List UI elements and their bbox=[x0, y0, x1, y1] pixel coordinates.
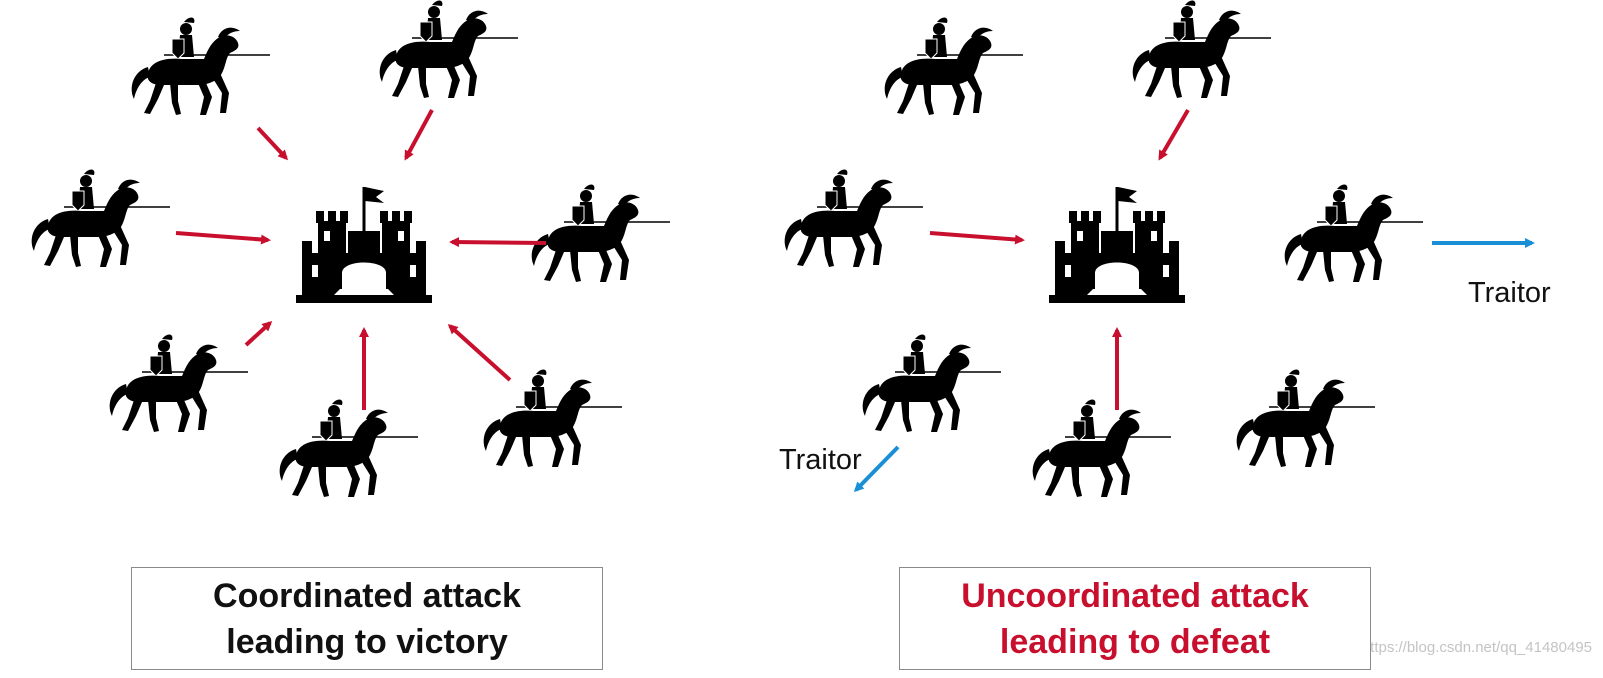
caption-line: leading to victory bbox=[226, 622, 508, 661]
mounted-knight-icon bbox=[482, 368, 623, 468]
attack-arrow bbox=[929, 231, 1025, 245]
mounted-knight-icon bbox=[883, 16, 1024, 116]
castle-icon bbox=[1047, 185, 1187, 305]
mounted-knight-icon bbox=[530, 183, 671, 283]
mounted-knight-icon bbox=[108, 333, 249, 433]
mounted-knight-icon bbox=[378, 0, 519, 99]
caption-line: leading to defeat bbox=[999, 622, 1271, 661]
mounted-knight-icon bbox=[1235, 368, 1376, 468]
attack-arrow bbox=[1158, 108, 1190, 161]
traitor-label: Traitor bbox=[779, 444, 862, 476]
mounted-knight-icon bbox=[1283, 183, 1424, 283]
watermark: https://blog.csdn.net/qq_41480495 bbox=[1362, 639, 1592, 656]
mounted-knight-icon bbox=[1131, 0, 1272, 99]
castle-icon bbox=[294, 185, 434, 305]
caption-box-coordinated: Coordinated attack leading to victory bbox=[131, 567, 603, 670]
right-panel bbox=[783, 0, 1535, 498]
mounted-knight-icon bbox=[30, 168, 171, 268]
left-panel bbox=[30, 0, 671, 498]
mounted-knight-icon bbox=[278, 398, 419, 498]
caption-line: Uncoordinated attack bbox=[961, 576, 1309, 615]
mounted-knight-icon bbox=[861, 333, 1002, 433]
attack-arrow bbox=[244, 320, 273, 347]
attack-arrow bbox=[449, 237, 547, 248]
mounted-knight-icon bbox=[130, 16, 271, 116]
caption-box-uncoordinated: Uncoordinated attack leading to defeat bbox=[899, 567, 1371, 670]
traitor-label: Traitor bbox=[1468, 277, 1551, 309]
mounted-knight-icon bbox=[783, 168, 924, 268]
attack-arrow bbox=[447, 323, 512, 382]
traitor-arrow bbox=[853, 445, 900, 493]
attack-arrow bbox=[404, 109, 434, 161]
mounted-knight-icon bbox=[1031, 398, 1172, 498]
attack-arrow bbox=[175, 231, 271, 245]
caption-line: Coordinated attack bbox=[213, 576, 521, 615]
attack-arrow bbox=[256, 126, 289, 161]
